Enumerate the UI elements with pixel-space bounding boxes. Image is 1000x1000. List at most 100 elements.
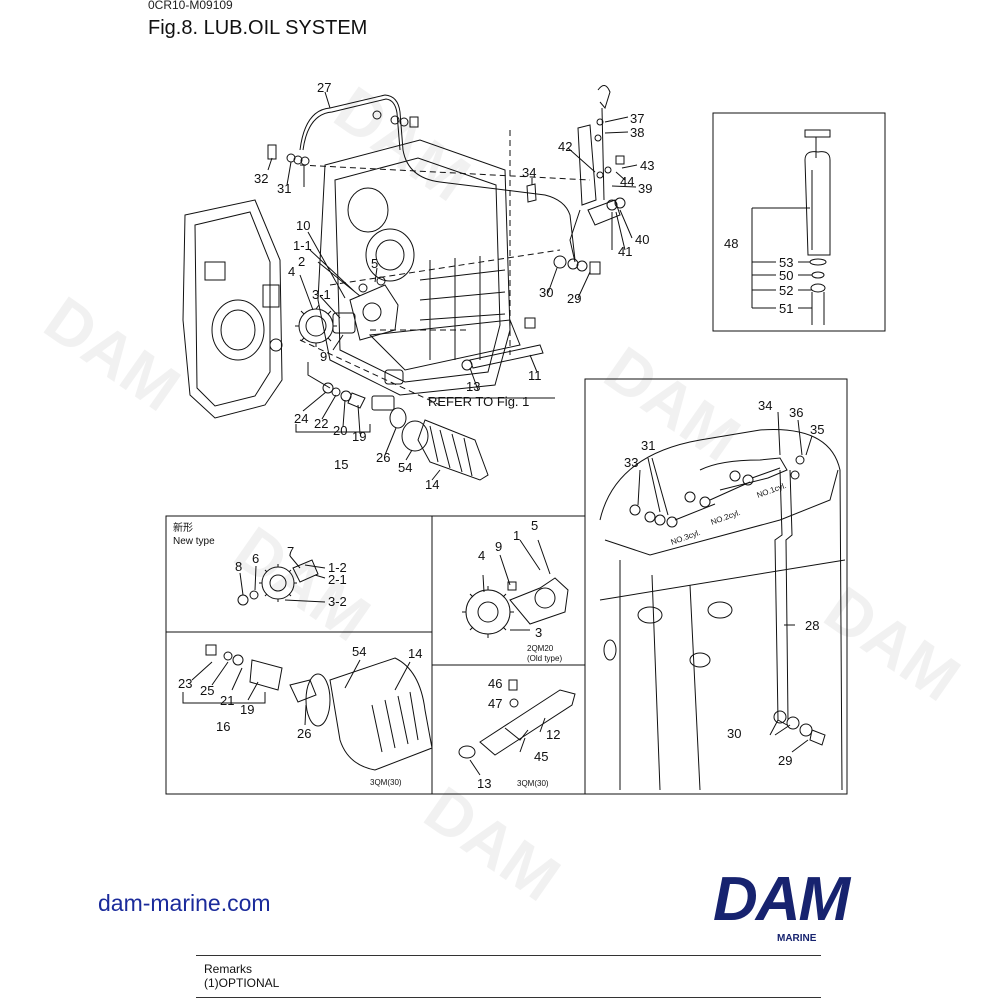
remarks-bottom-divider — [196, 997, 821, 998]
callout-32: 32 — [254, 171, 268, 186]
callout-5: 5 — [371, 256, 378, 271]
dam-marine-logo: DAM MARINE — [713, 865, 893, 948]
watermark: DAM — [812, 572, 973, 715]
callout-5-old: 5 — [531, 518, 538, 533]
callout-19b: 19 — [240, 702, 254, 717]
callout-8: 8 — [235, 559, 242, 574]
callout-21: 21 — [220, 693, 234, 708]
callout-9: 9 — [320, 349, 327, 364]
callout-30c: 30 — [727, 726, 741, 741]
pipe-model: 3QM(30) — [517, 779, 549, 788]
callout-31c: 31 — [641, 438, 655, 453]
callout-41: 41 — [618, 244, 632, 259]
callout-19: 19 — [352, 429, 366, 444]
callout-28c: 28 — [805, 618, 819, 633]
callout-31: 31 — [277, 181, 291, 196]
callout-7: 7 — [287, 544, 294, 559]
callout-53: 53 — [779, 255, 793, 270]
callout-34: 34 — [522, 165, 536, 180]
callout-15: 15 — [334, 457, 348, 472]
dipstick-guide — [577, 124, 597, 206]
callout-26b: 26 — [297, 726, 311, 741]
callout-24: 24 — [294, 411, 308, 426]
callout-54: 54 — [398, 460, 412, 475]
inset-filter: 23 25 21 19 16 54 14 26 3QM(30) — [178, 644, 433, 787]
callout-36c: 36 — [789, 405, 803, 420]
callout-27: 27 — [317, 80, 331, 95]
callout-29c: 29 — [778, 753, 792, 768]
callout-37: 37 — [630, 111, 644, 126]
callout-54b: 54 — [352, 644, 366, 659]
new-type-label-cn: 新形 — [173, 521, 193, 534]
document-code: 0CR10-M09109 — [148, 0, 233, 12]
new-type-label: New type — [173, 536, 215, 547]
callout-20: 20 — [333, 423, 347, 438]
callout-4: 4 — [288, 264, 295, 279]
callout-50: 50 — [779, 268, 793, 283]
remarks-top-divider — [196, 955, 821, 956]
callout-22: 22 — [314, 416, 328, 431]
oil-pipe-11 — [469, 344, 544, 369]
oil-pump-gear — [298, 308, 334, 344]
watermark: DAM — [222, 512, 383, 655]
callout-25: 25 — [200, 683, 214, 698]
inset-frames — [165, 378, 848, 795]
callout-2: 2 — [298, 254, 305, 269]
old-type-note: (Old type) — [527, 654, 562, 663]
callout-1-old: 1 — [513, 528, 520, 543]
callout-46: 46 — [488, 676, 502, 691]
logo-subtitle: MARINE — [777, 933, 817, 944]
main-callouts: 27 32 31 10 1-1 2 5 4 3-1 9 37 38 42 43 … — [254, 80, 654, 492]
filter-model: 3QM(30) — [370, 778, 402, 787]
callout-23: 23 — [178, 676, 192, 691]
callout-11: 11 — [528, 368, 542, 383]
logo-text: DAM — [713, 865, 850, 934]
callout-45: 45 — [534, 749, 548, 764]
callout-10: 10 — [296, 218, 310, 233]
callout-42: 42 — [558, 139, 572, 154]
refer-note: REFER TO Fig. 1 — [428, 394, 529, 409]
callout-33c: 33 — [624, 455, 638, 470]
site-link[interactable]: dam-marine.com — [98, 890, 271, 916]
callout-6: 6 — [252, 551, 259, 566]
engine-block — [317, 139, 511, 396]
main-view — [182, 85, 638, 481]
callout-4-old: 4 — [478, 548, 485, 563]
callout-35c: 35 — [810, 422, 824, 437]
watermark: DAM — [592, 332, 753, 475]
cyl-label-2: NO.2cyl. — [710, 508, 742, 527]
old-type-model: 2QM20 — [527, 644, 554, 653]
callout-30: 30 — [539, 285, 553, 300]
callout-3-1: 3-1 — [312, 287, 331, 302]
inset-new-type: 新形 New type 7 6 8 1-2 2-1 3-2 — [173, 521, 347, 609]
figure-title: Fig.8. LUB.OIL SYSTEM — [148, 17, 368, 39]
inset-oil-pump-48: 48 53 50 52 51 — [712, 112, 886, 332]
callout-3-old: 3 — [535, 625, 542, 640]
gear-case — [182, 199, 283, 419]
inset-pipe: 46 47 12 45 13 3QM(30) — [458, 676, 576, 791]
callout-40: 40 — [635, 232, 649, 247]
callout-13b: 13 — [477, 776, 491, 791]
callout-3-2: 3-2 — [328, 594, 347, 609]
callout-26: 26 — [376, 450, 390, 465]
inset-old-type: 5 4 9 1 3 2QM20 (Old type) — [462, 518, 569, 663]
callout-48: 48 — [724, 236, 738, 251]
cyl-label-3: NO.3cyl. — [670, 528, 702, 547]
callout-44: 44 — [620, 174, 634, 189]
callout-39: 39 — [638, 181, 652, 196]
callout-29: 29 — [567, 291, 581, 306]
callout-47: 47 — [488, 696, 502, 711]
callout-51: 51 — [779, 301, 793, 316]
oil-filter-14 — [417, 419, 489, 481]
oil-pipe-27 — [299, 94, 576, 261]
callout-12: 12 — [546, 727, 560, 742]
cyl-label-1: NO.1cyl. — [756, 481, 788, 500]
callout-38: 38 — [630, 125, 644, 140]
callout-43: 43 — [640, 158, 654, 173]
callout-2-1: 2-1 — [328, 572, 347, 587]
remarks-title: Remarks — [204, 962, 253, 976]
remarks-item: (1)OPTIONAL — [204, 976, 280, 990]
callout-1-1: 1-1 — [293, 238, 312, 253]
callout-34c: 34 — [758, 398, 772, 413]
